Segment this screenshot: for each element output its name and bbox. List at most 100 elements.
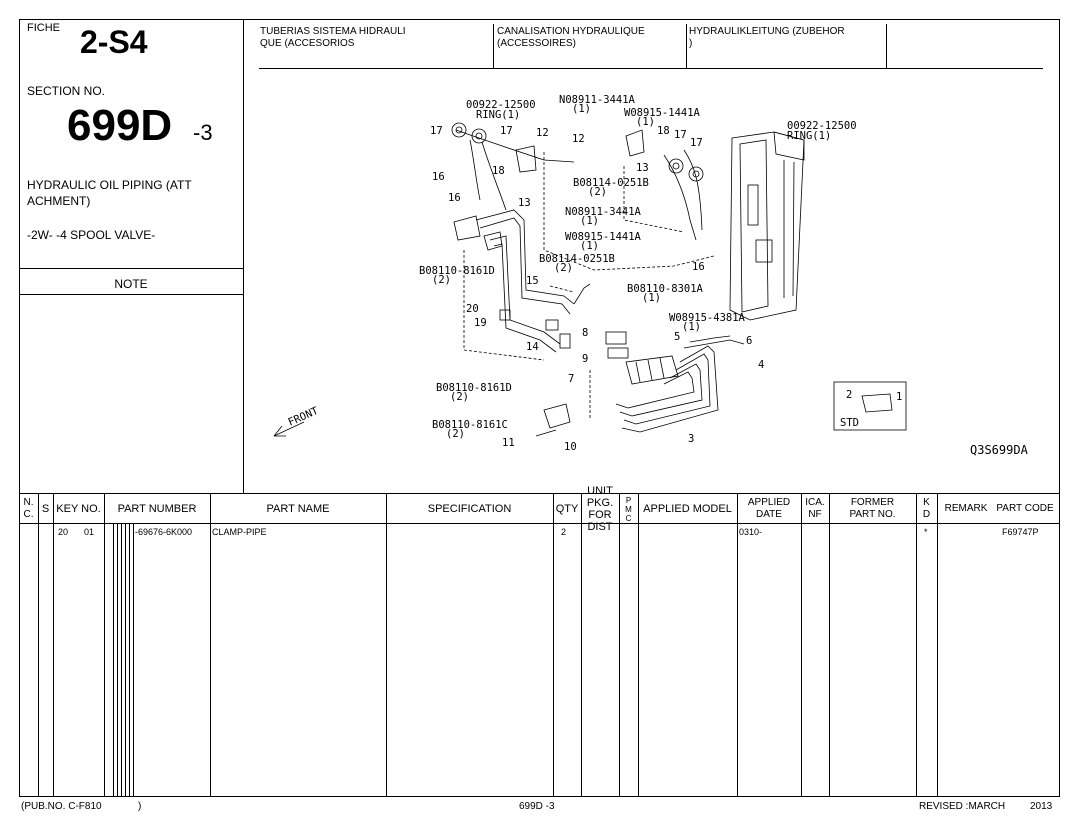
callout-c13b: (2) — [446, 428, 465, 440]
section-suffix: -3 — [193, 120, 213, 145]
title-divider-3 — [886, 24, 887, 69]
diagram-code: Q3S699DA — [970, 443, 1029, 457]
row-key2: 01 — [84, 527, 95, 537]
key-tick — [117, 524, 118, 797]
page-frame — [19, 19, 1060, 797]
ref-12b: 12 — [572, 133, 585, 145]
callout-c6: N08911-3441A — [565, 206, 642, 218]
col-ica: ICA. NF — [805, 497, 825, 520]
note-bottom-line — [19, 294, 243, 295]
col-applied-model: APPLIED MODEL — [643, 503, 732, 515]
title-fr-line1: CANALISATION HYDRAULIQUE — [497, 26, 645, 37]
section-label: SECTION NO. — [27, 84, 106, 98]
row-kd: * — [924, 527, 928, 537]
ref-17c: 17 — [674, 129, 687, 141]
col-applied-date: APPLIED DATE — [747, 497, 791, 520]
col-line — [386, 494, 387, 797]
callout-c12b: (2) — [450, 391, 469, 403]
callout-c12: B08110-8161D — [436, 382, 512, 394]
key-tick — [121, 524, 122, 797]
callout-c5: B08114-0251B — [573, 177, 649, 189]
callout-c13: B08110-8161C — [432, 419, 508, 431]
ref-18a: 18 — [657, 125, 670, 137]
title-de-line1: HYDRAULIKLEITUNG (ZUBEHOR — [689, 26, 845, 37]
ref-7: 7 — [568, 373, 574, 385]
ref-16a: 16 — [432, 171, 445, 183]
ref-6: 6 — [746, 335, 752, 347]
col-nc: N. C. — [23, 497, 34, 520]
callout-c3: W08915-1441A — [624, 107, 701, 119]
ref-9: 9 — [582, 353, 588, 365]
table-top-line — [19, 493, 1060, 494]
row-part-code: F69747P — [1002, 527, 1039, 537]
col-line — [937, 494, 938, 797]
title-fr: CANALISATION HYDRAULIQUE (ACCESSOIRES) — [497, 26, 645, 50]
col-remark: REMARK — [944, 503, 988, 514]
col-line — [638, 494, 639, 797]
callout-c9: B08110-8161D — [419, 265, 495, 277]
title-line1: HYDRAULIC OIL PIPING (ATT — [27, 178, 192, 192]
row-part-number: -69676-6K000 — [135, 527, 193, 537]
ref-8: 8 — [582, 327, 588, 339]
ref-5: 5 — [674, 331, 680, 343]
col-kd: K D — [922, 497, 931, 520]
callout-c7b: (1) — [580, 240, 599, 252]
key-tick — [125, 524, 126, 797]
col-line — [38, 494, 39, 797]
ref-13b: 13 — [518, 197, 531, 209]
fiche-code: 2-S4 — [80, 24, 148, 60]
col-pmc: P M C — [625, 495, 632, 523]
ref-12a: 12 — [536, 127, 549, 139]
col-line — [581, 494, 582, 797]
callout-c11b: (1) — [682, 321, 701, 333]
callout-c2b: (1) — [572, 103, 591, 115]
std-label: STD — [840, 417, 859, 429]
title-de: HYDRAULIKLEITUNG (ZUBEHOR ) — [689, 26, 845, 50]
table-header-line — [19, 523, 1060, 524]
fiche-label: FICHE — [27, 22, 60, 34]
col-part-number: PART NUMBER — [117, 503, 197, 515]
callout-c2: N08911-3441A — [559, 94, 636, 106]
ref-13a: 13 — [636, 162, 649, 174]
col-former: FORMER PART NO. — [849, 497, 896, 520]
ref-10: 10 — [564, 441, 577, 453]
key-tick — [113, 524, 114, 797]
callout-c1: 00922-12500 — [466, 99, 536, 111]
ref-3: 3 — [688, 433, 694, 445]
callout-c3b: (1) — [636, 116, 655, 128]
ref-2: 2 — [846, 389, 852, 401]
col-line — [553, 494, 554, 797]
callout-c10: B08110-8301A — [627, 283, 704, 295]
callout-c1b: RING(1) — [476, 109, 520, 121]
callout-c6b: (1) — [580, 215, 599, 227]
footer-revised: REVISED :MARCH — [919, 801, 1006, 812]
ref-15: 15 — [526, 275, 539, 287]
col-line — [737, 494, 738, 797]
footer-pub: (PUB.NO. C-F810 — [21, 801, 102, 812]
callout-c4: 00922-12500 — [787, 120, 857, 132]
callout-c10b: (1) — [642, 292, 661, 304]
title-fr-line2: (ACCESSOIRES) — [497, 38, 576, 49]
callout-c8b: (2) — [554, 262, 573, 274]
ref-20: 20 — [466, 303, 479, 315]
col-key: KEY NO. — [56, 503, 101, 515]
ref-19: 19 — [474, 317, 487, 329]
footer-pub-close: ) — [138, 801, 142, 812]
title-es-line1: TUBERIAS SISTEMA HIDRAULI — [260, 26, 406, 37]
col-line — [829, 494, 830, 797]
ref-17a: 17 — [430, 125, 443, 137]
footer-page: 699D -3 — [519, 801, 555, 812]
key-tick — [129, 524, 130, 797]
row-part-name: CLAMP-PIPE — [212, 527, 267, 537]
title-sub: -2W- -4 SPOOL VALVE- — [27, 228, 156, 242]
callout-c7: W08915-1441A — [565, 231, 642, 243]
title-es: TUBERIAS SISTEMA HIDRAULI QUE (ACCESORIO… — [260, 26, 406, 50]
col-line — [53, 494, 54, 797]
row-applied-date: 0310- — [739, 527, 763, 537]
col-s: S — [41, 503, 50, 515]
footer-year: 2013 — [1030, 801, 1053, 812]
title-divider-1 — [493, 24, 494, 69]
row-key1: 20 — [58, 527, 69, 537]
ref-14: 14 — [526, 341, 539, 353]
title-de-line2: ) — [689, 38, 693, 49]
